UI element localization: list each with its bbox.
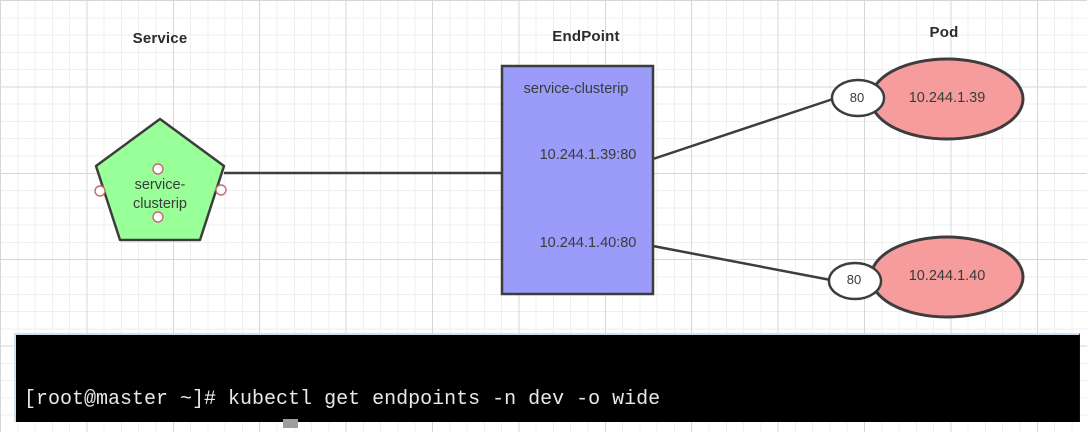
service-handle-top[interactable] [152, 163, 164, 175]
pod-node-2-shape[interactable] [869, 235, 1025, 319]
service-handle-right[interactable] [215, 184, 227, 196]
terminal-command: kubectl get endpoints -n dev -o wide [228, 388, 661, 411]
service-handle-bottom[interactable] [152, 211, 164, 223]
column-title-service: Service [132, 30, 188, 47]
terminal-prompt: [root@master ~]# [24, 388, 229, 411]
service-handle-left[interactable] [94, 185, 106, 197]
terminal-command-line: [root@master ~]# kubectl get endpoints -… [24, 387, 1079, 412]
pod-port-1-shape[interactable] [830, 78, 886, 118]
pod-port-2-shape[interactable] [827, 261, 883, 301]
column-title-endpoint: EndPoint [552, 28, 620, 45]
terminal-cursor [283, 419, 298, 428]
network-diagram: Service EndPoint Pod service- clusterip … [94, 24, 1025, 319]
column-title-pod: Pod [929, 24, 959, 41]
terminal-window[interactable]: [root@master ~]# kubectl get endpoints -… [14, 333, 1080, 422]
edge-endpoint-to-pod-2 [652, 244, 837, 283]
endpoint-node-shape[interactable] [500, 64, 655, 296]
edge-endpoint-to-pod-1 [652, 96, 837, 161]
pod-node-1-shape[interactable] [869, 57, 1025, 141]
diagram-svg [94, 57, 1025, 319]
service-node-shape[interactable] [94, 117, 226, 242]
